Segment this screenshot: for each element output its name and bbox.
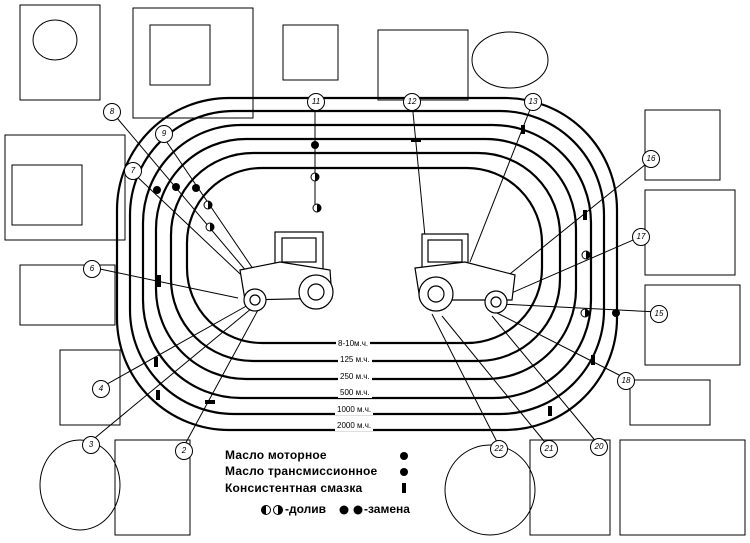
- callout-15: 15: [650, 305, 668, 323]
- inset-15: [59, 349, 121, 426]
- callout-16: 16: [642, 150, 660, 168]
- track-8-10: [185, 166, 544, 345]
- callout-6: 6: [83, 260, 101, 278]
- callout-22: 22: [490, 440, 508, 458]
- replace-symbol-2: [353, 505, 363, 515]
- interval-label-1000: 1000 м.ч.: [335, 405, 374, 415]
- callout-9: 9: [155, 125, 173, 143]
- inset-9: [644, 189, 736, 276]
- detail-insets: [4, 4, 746, 536]
- callout-8: 8: [103, 103, 121, 121]
- interval-label-500: 500 м.ч.: [338, 388, 372, 398]
- track-125: [169, 151, 562, 363]
- inset-12: [619, 439, 746, 536]
- callout-18: 18: [617, 372, 635, 390]
- legend-transmission-oil: Масло трансмиссионное: [225, 464, 378, 478]
- track-1000: [128, 109, 606, 416]
- legend-grease-symbol: [402, 483, 406, 493]
- legend-transmission-oil-symbol: [400, 468, 408, 476]
- inset-5: [282, 24, 339, 81]
- callout-7: 7: [124, 162, 142, 180]
- inset-6: [377, 29, 469, 101]
- track-500: [141, 123, 593, 400]
- interval-label-125: 125 м.ч.: [338, 355, 372, 365]
- inset-8: [644, 109, 721, 181]
- inset-4: [19, 264, 116, 326]
- callout-17: 17: [632, 228, 650, 246]
- legend-engine-oil-symbol: [400, 452, 408, 460]
- interval-label-2000: 2000 м.ч.: [335, 421, 374, 431]
- inset-2: [132, 7, 254, 119]
- inset-14: [444, 444, 536, 536]
- interval-label-250: 250 м.ч.: [338, 372, 372, 382]
- interval-label-8-10: 8-10м.ч.: [336, 339, 371, 349]
- legend-replace: -замена: [364, 502, 410, 516]
- legend-engine-oil: Масло моторное: [225, 448, 327, 462]
- top-up-symbol-1: [261, 505, 266, 515]
- callout-2: 2: [175, 442, 193, 460]
- callout-13: 13: [524, 93, 542, 111]
- inset-13: [529, 439, 611, 536]
- callout-21: 21: [540, 440, 558, 458]
- callout-12: 12: [403, 93, 421, 111]
- callout-20: 20: [590, 438, 608, 456]
- top-up-symbol-2: [278, 505, 283, 515]
- inset-11: [629, 379, 711, 426]
- legend-grease: Консистентная смазка: [225, 481, 363, 495]
- callout-4: 4: [92, 380, 110, 398]
- inset-3: [4, 134, 126, 241]
- replace-symbol-1: [339, 505, 349, 515]
- inset-17: [114, 439, 191, 536]
- tractor-left: [239, 231, 334, 312]
- inset-7: [471, 31, 549, 89]
- legend-symbols: [261, 452, 408, 515]
- track-markers: [153, 125, 620, 416]
- legend-top-up: -долив: [285, 502, 327, 516]
- inset-1: [19, 4, 101, 101]
- inset-16: [39, 439, 121, 531]
- callout-11: 11: [307, 93, 325, 111]
- callout-3: 3: [82, 436, 100, 454]
- inset-10: [644, 284, 741, 366]
- tractor-right: [414, 233, 516, 314]
